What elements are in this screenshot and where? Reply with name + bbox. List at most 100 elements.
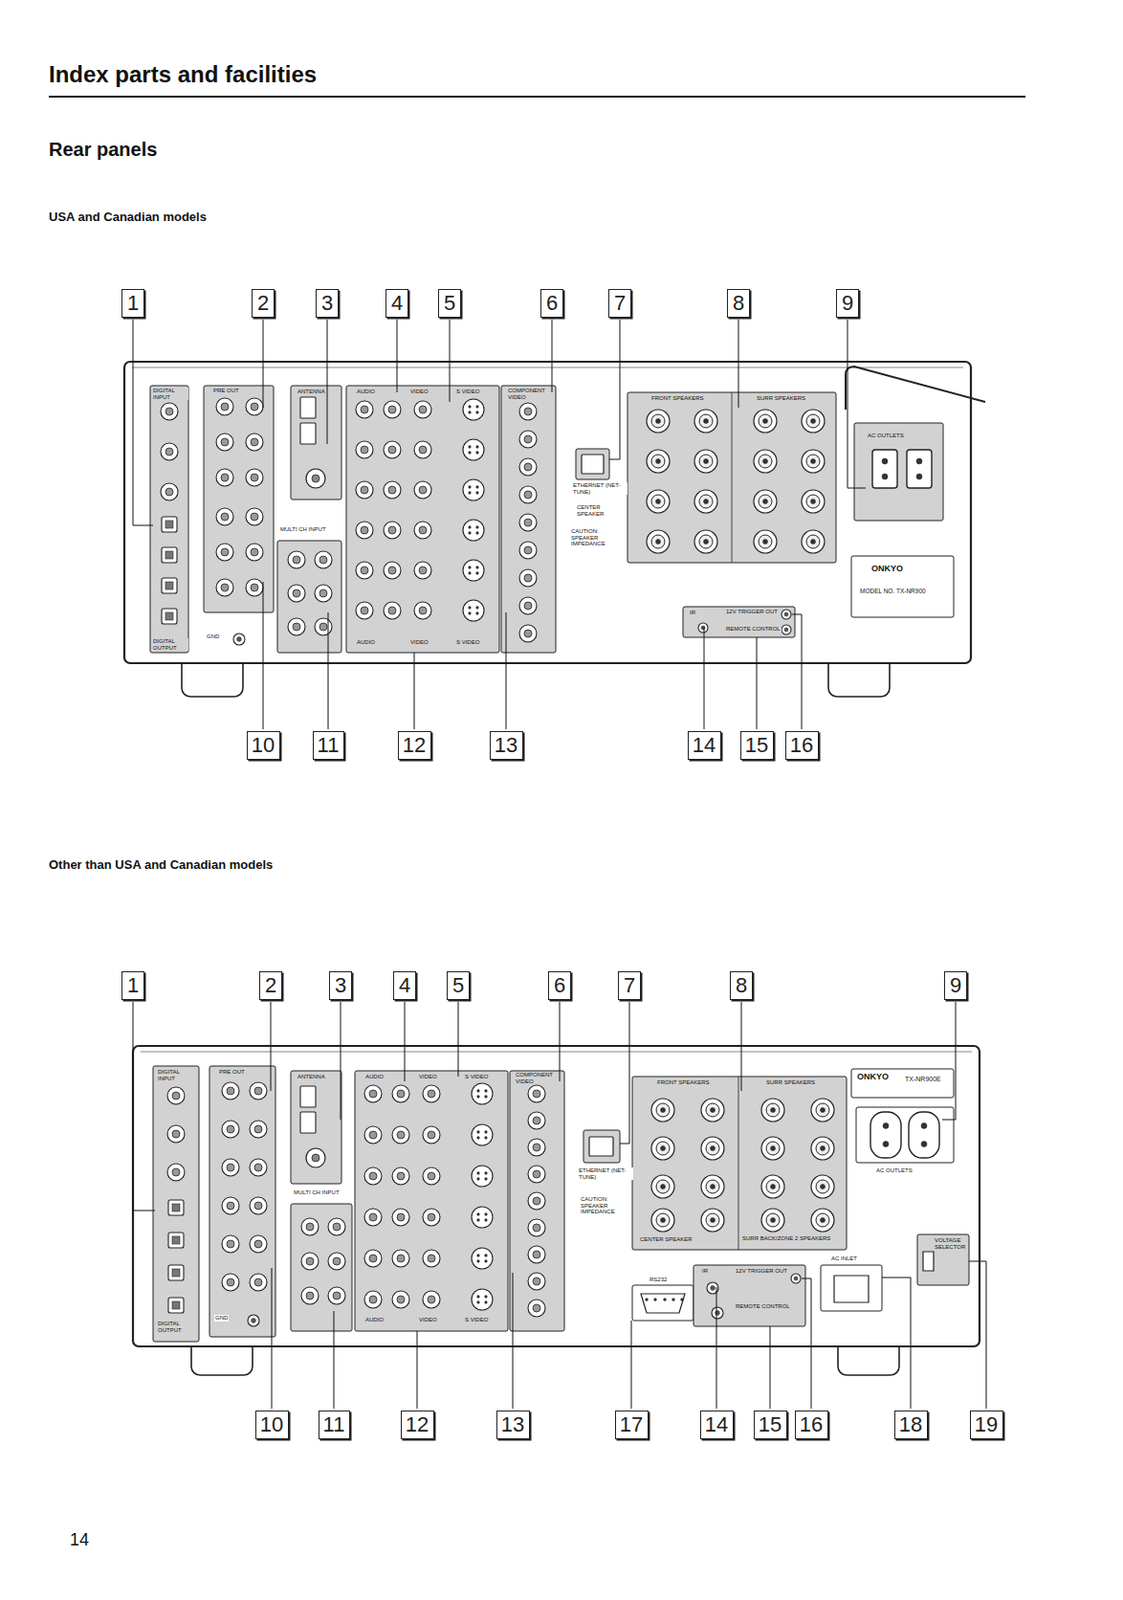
ac-socket [870,1111,902,1158]
callout-number: 16 [785,730,819,760]
s-video-pin [468,526,472,529]
binding-post-cap [815,1102,830,1117]
rca-jack-center [388,566,397,574]
optical-jack [168,1199,184,1215]
binding-post-cap [766,1141,780,1155]
voltage-selector-panel [917,1233,969,1285]
optical-jack [161,608,177,624]
callout-text: 7 [623,972,636,998]
binding-post [801,489,825,513]
ac-socket-hole [916,473,923,480]
panel-label: ETHERNET (NET-TUNE) [577,1167,634,1180]
rca-jack [328,1286,346,1304]
s-video-jack [462,439,485,461]
s-video-pin [484,1212,488,1216]
rca-jack [249,1120,267,1138]
panel-label: ANTENNA [296,388,327,396]
rca-jack-center [172,1167,180,1176]
s-video-pin [476,445,480,449]
rca-jack [519,402,537,420]
leader-line [631,1320,633,1409]
binding-post-hole [704,459,709,464]
s-video-pin [468,451,472,455]
rca-jack [383,561,401,579]
leader-line [263,319,265,408]
binding-post-hole [811,499,816,505]
rca-jack-center [524,629,532,638]
rca-jack-center [165,447,174,456]
rca-jack [249,1234,267,1253]
leader-line [551,319,553,393]
rca-jack-center [292,555,301,564]
binding-post [753,529,777,553]
rca-jack [392,1208,410,1226]
leader-line [263,581,265,729]
rca-jack-center [220,473,229,482]
rca-jack-center [396,1254,405,1262]
callout-text: 3 [334,972,347,998]
callout-number: 12 [400,1409,435,1439]
optical-jack [168,1297,184,1313]
rca-jack-center [524,462,532,471]
panel-lip [140,1051,972,1053]
s-video-pin [484,1130,488,1134]
s-video-pin [484,1089,488,1093]
rca-jack-center [220,438,229,446]
rca-jack-center [427,1130,436,1139]
binding-post [646,449,670,473]
callout-text: 2 [257,290,269,316]
rca-jack-center [396,1212,405,1221]
rca-jack-center [532,1196,541,1205]
rca-jack-center [250,438,259,446]
leader-line [801,1277,812,1409]
rca-jack-center [532,1223,541,1232]
panel-label: 12V TRIGGER OUT [734,1267,789,1275]
s-video-pin [468,572,472,575]
power-cord [845,366,986,410]
panel-label: ONKYO [870,564,904,574]
ir-panel [693,1264,806,1326]
binding-post [651,1098,675,1122]
rca-jack [519,624,537,642]
rca-jack-center [226,1124,235,1133]
binding-post-hole [704,539,709,545]
optical-port [165,612,174,620]
mini-jack [233,633,245,645]
panel-label: COMPONENT VIDEO [506,387,548,400]
leader-line [792,614,802,729]
leader-line [559,1001,561,1081]
s-video-pin [484,1259,488,1263]
binding-post-cap [806,494,820,508]
rca-jack [328,1252,346,1270]
ac-inlet [820,1264,882,1311]
panel-label: VIDEO [409,638,430,646]
antenna-terminal [300,1111,316,1133]
rca-jack [364,1125,382,1144]
rca-jack-center [220,402,229,411]
rca-jack [519,541,537,559]
callout-number: 15 [753,1409,788,1439]
binding-post [753,449,777,473]
panel-label: S VIDEO [463,1073,489,1080]
panel-label: CENTER SPEAKER [638,1235,694,1243]
voltage-switch [923,1251,934,1271]
speaker-terminal-panel [627,392,837,563]
s-video-pin [476,612,480,616]
rca-jack [160,442,178,461]
optical-jack [168,1232,184,1248]
rca-jack-center [388,606,397,615]
rca-jack [216,507,234,526]
rca-jack [249,1196,267,1214]
rs232-panel [632,1284,694,1321]
binding-post-hole [820,1145,826,1151]
callout-number: 11 [318,1409,351,1439]
rca-jack [414,400,432,419]
component-panel [501,385,556,653]
s-video-pin [468,612,472,616]
binding-post-cap [815,1141,830,1155]
binding-post-cap [705,1212,720,1227]
binding-post [761,1136,785,1160]
callout-number: 18 [894,1409,928,1439]
rca-jack [216,543,234,561]
